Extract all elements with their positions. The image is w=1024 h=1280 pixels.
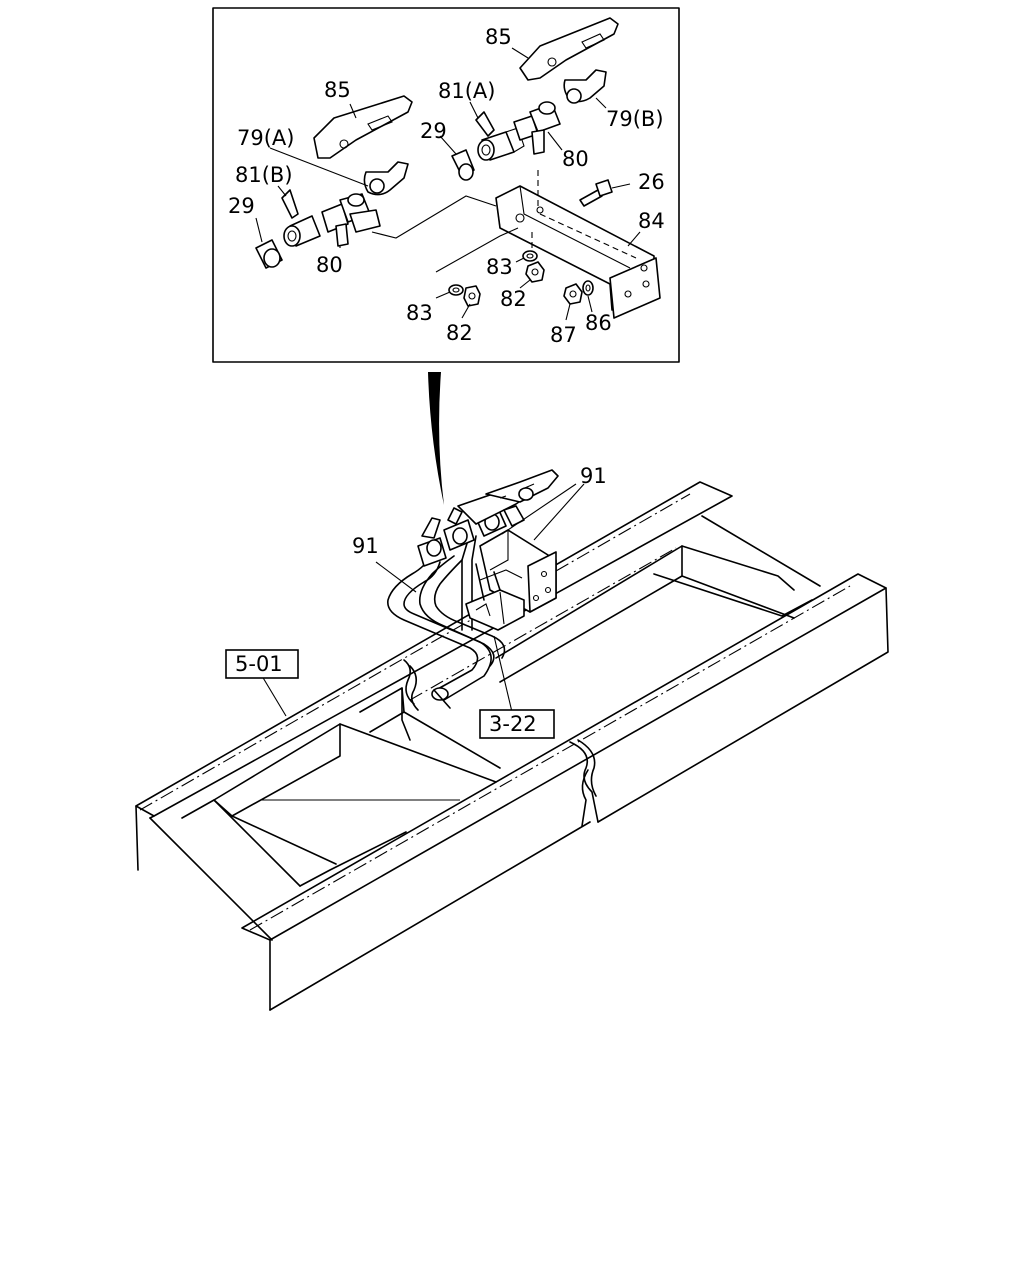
- detail-leader-lines: [255, 47, 641, 321]
- frame-inner-channels: [181, 515, 821, 887]
- nut-87: [563, 283, 583, 305]
- fitting-29-left: [255, 239, 283, 269]
- label-85-left: 85: [324, 78, 351, 102]
- label-79b: 79(B): [606, 107, 664, 131]
- valve-cluster: [417, 469, 559, 567]
- pipe-91-right: [418, 535, 506, 667]
- lever-85-left: [313, 95, 413, 196]
- washer-83-left: [448, 284, 464, 296]
- nut-82-mid: [525, 261, 545, 283]
- label-79a: 79(A): [237, 126, 294, 150]
- bracket-assembly: [465, 529, 557, 631]
- label-83-left: 83: [406, 301, 433, 325]
- label-86: 86: [585, 311, 612, 335]
- detail-inset-frame: [212, 7, 680, 363]
- label-26: 26: [638, 170, 665, 194]
- label-87: 87: [550, 323, 577, 347]
- tee-80-right: [513, 101, 561, 155]
- label-29-left: 29: [228, 194, 255, 218]
- tee-80-left: [321, 193, 381, 247]
- ref-box-5-01[interactable]: 5-01: [225, 649, 299, 679]
- label-85-right: 85: [485, 25, 512, 49]
- detail-pointer: [428, 372, 444, 505]
- valve-81b: [281, 189, 321, 247]
- bracket-84: [495, 170, 661, 319]
- nut-82-left: [463, 285, 481, 307]
- ref-label-3-22: 3-22: [489, 712, 537, 736]
- ref-label-5-01: 5-01: [235, 652, 283, 676]
- label-82-mid: 82: [500, 287, 527, 311]
- washer-86: [582, 280, 594, 296]
- label-29-mid: 29: [420, 119, 447, 143]
- label-81b: 81(B): [235, 163, 293, 187]
- label-83-mid: 83: [486, 255, 513, 279]
- pipe-91-left: [387, 555, 492, 701]
- fitting-29-mid: [451, 149, 475, 181]
- bolt-26: [579, 179, 613, 207]
- label-81a: 81(A): [438, 79, 495, 103]
- label-91-right: 91: [580, 464, 607, 488]
- label-80-right: 80: [562, 147, 589, 171]
- label-84: 84: [638, 209, 665, 233]
- label-82-left: 82: [446, 321, 473, 345]
- ref-box-3-22[interactable]: 3-22: [479, 709, 555, 739]
- label-91-left: 91: [352, 534, 379, 558]
- washer-83-mid: [522, 250, 538, 262]
- valve-81a: [475, 111, 525, 161]
- label-80-left: 80: [316, 253, 343, 277]
- lever-85-right: [519, 17, 619, 104]
- pipe-ends: [431, 687, 451, 709]
- main-leader-lines: [261, 483, 585, 717]
